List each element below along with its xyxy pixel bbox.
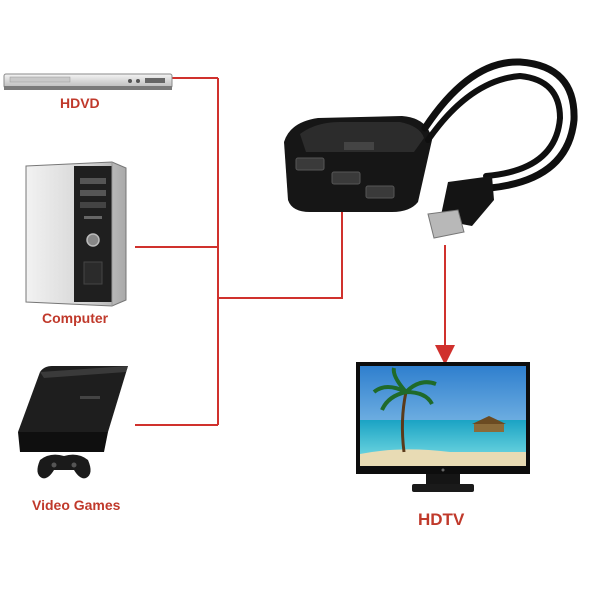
hdvd-player — [3, 73, 173, 90]
computer-tower — [25, 161, 127, 307]
hdvd-label: HDVD — [60, 95, 100, 111]
palm-tree — [372, 367, 437, 453]
video-games-label: Video Games — [32, 497, 121, 513]
game-controller — [37, 454, 91, 479]
hdmi-switch — [284, 116, 432, 212]
hdtv-label: HDTV — [418, 510, 465, 529]
connector-to-switch — [218, 188, 352, 299]
computer-label: Computer — [42, 310, 109, 326]
hdmi-cable — [421, 58, 578, 192]
hdmi-plug — [427, 176, 494, 239]
game-console — [18, 366, 128, 452]
connector-lines — [135, 77, 455, 426]
hdtv — [356, 362, 530, 492]
